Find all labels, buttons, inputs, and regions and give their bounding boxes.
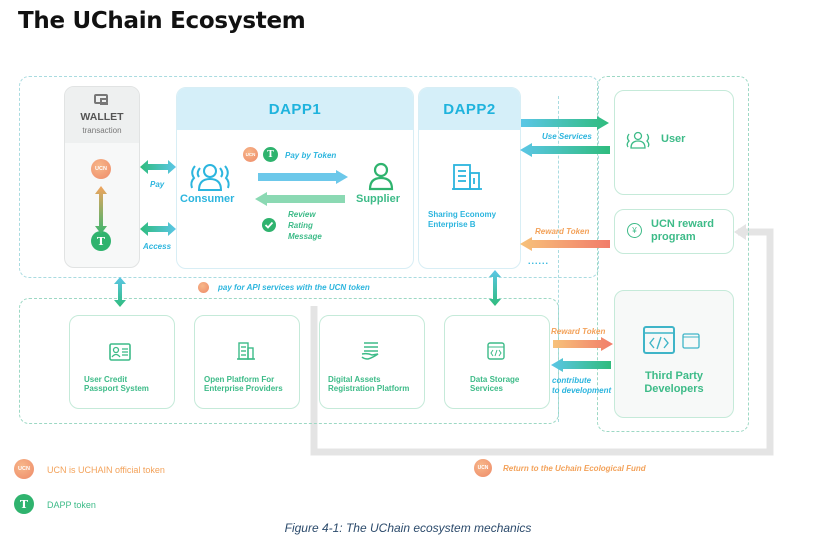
contribute-label: contribute to development xyxy=(552,376,612,395)
code-window-icon xyxy=(487,342,505,360)
check-icon xyxy=(262,218,276,232)
dapp-token-icon: T xyxy=(263,147,278,162)
dapp-layer-container xyxy=(19,76,599,278)
rating-label: Rating xyxy=(288,221,313,230)
wallet-icon xyxy=(94,94,108,105)
pay-by-token-arrow xyxy=(258,170,348,184)
page-title: The UChain Ecosystem xyxy=(18,8,306,34)
ucn-coin-icon: UCN xyxy=(474,459,492,477)
divider xyxy=(558,96,559,422)
consumer-group-icon xyxy=(190,164,230,191)
ucn-coin-icon xyxy=(198,282,209,293)
dapp1-title: DAPP1 xyxy=(177,88,413,130)
user-group-icon xyxy=(626,131,650,149)
external-layer-container xyxy=(597,76,749,432)
id-card-icon xyxy=(109,343,131,361)
reward-token-arrow-top xyxy=(520,237,610,251)
service-card-open-platform xyxy=(194,315,300,409)
service-card-user-credit xyxy=(69,315,175,409)
review-label: Review xyxy=(288,210,316,219)
wallet-platform-connector xyxy=(114,277,126,307)
wallet-exchange-arrow xyxy=(95,186,107,234)
service-card-digital-assets xyxy=(319,315,425,409)
use-services-arrow-left xyxy=(520,143,610,157)
service-label: Open Platform For Enterprise Providers xyxy=(204,375,283,393)
service-card-data-storage xyxy=(444,315,550,409)
enterprise-building-icon xyxy=(452,164,482,190)
third-party-label: Third Party Developers xyxy=(644,370,704,395)
user-panel xyxy=(614,90,734,195)
wallet-panel: WALLET transaction UCN T xyxy=(64,86,140,268)
api-payment-label: pay for API services with the UCN token xyxy=(218,283,370,292)
legend-ucn-label: UCN is UCHAIN official token xyxy=(47,465,165,475)
return-loop-arrow xyxy=(310,228,774,456)
dapp2-title: DAPP2 xyxy=(419,88,520,130)
reward-token-label: Reward Token xyxy=(551,327,606,336)
pay-arrow xyxy=(140,160,176,174)
review-list: Review Rating Message xyxy=(288,209,322,242)
message-label: Message xyxy=(288,232,322,241)
pay-label: Pay xyxy=(150,180,165,189)
legend-dapp-token-label: DAPP token xyxy=(47,500,96,510)
more-dapps-ellipsis: ...... xyxy=(528,256,550,266)
wallet-subtitle: transaction xyxy=(82,126,122,135)
use-services-label: Use Services xyxy=(542,132,592,141)
reward-token-arrow-bottom xyxy=(553,337,613,351)
consumer-label: Consumer xyxy=(180,193,235,205)
dapp1-panel: DAPP1 xyxy=(176,87,414,269)
wallet-title: WALLET xyxy=(80,111,124,123)
contribute-arrow xyxy=(551,358,611,372)
supplier-label: Supplier xyxy=(356,193,401,205)
supplier-icon xyxy=(368,162,394,191)
pay-by-token-label: Pay by Token xyxy=(285,151,337,160)
access-label: Access xyxy=(143,242,172,251)
figure-caption: Figure 4-1: The UChain ecosystem mechani… xyxy=(284,521,532,535)
code-window-icon xyxy=(643,326,700,354)
legend-ucn-icon: UCN xyxy=(14,459,34,479)
service-label: User Credit Passport System xyxy=(84,375,149,393)
ucn-coin-icon: UCN xyxy=(91,159,111,179)
yen-coin-icon: ¥ xyxy=(627,223,642,238)
feedback-arrow xyxy=(255,192,345,206)
access-arrow xyxy=(140,222,176,236)
dapp2-platform-connector xyxy=(489,270,501,306)
use-services-arrow-right xyxy=(521,116,609,130)
stack-hand-icon xyxy=(361,342,379,360)
service-label: Digital Assets Registration Platform xyxy=(328,375,410,393)
legend-dapp-token-icon: T xyxy=(14,494,34,514)
enterprise-label: Sharing Economy Enterprise B xyxy=(428,210,497,229)
return-loop-arrowhead xyxy=(734,224,746,240)
third-party-panel xyxy=(614,290,734,418)
return-fund-label: Return to the Uchain Ecological Fund xyxy=(503,464,646,473)
service-label: Data Storage Services xyxy=(470,375,520,393)
reward-token-label: Reward Token xyxy=(535,227,590,236)
dapp-token-icon: T xyxy=(91,231,111,251)
reward-program-label: UCN reward program xyxy=(651,218,714,243)
user-label: User xyxy=(661,133,686,145)
ucn-coin-icon: UCN xyxy=(243,147,258,162)
building-icon xyxy=(237,342,255,360)
